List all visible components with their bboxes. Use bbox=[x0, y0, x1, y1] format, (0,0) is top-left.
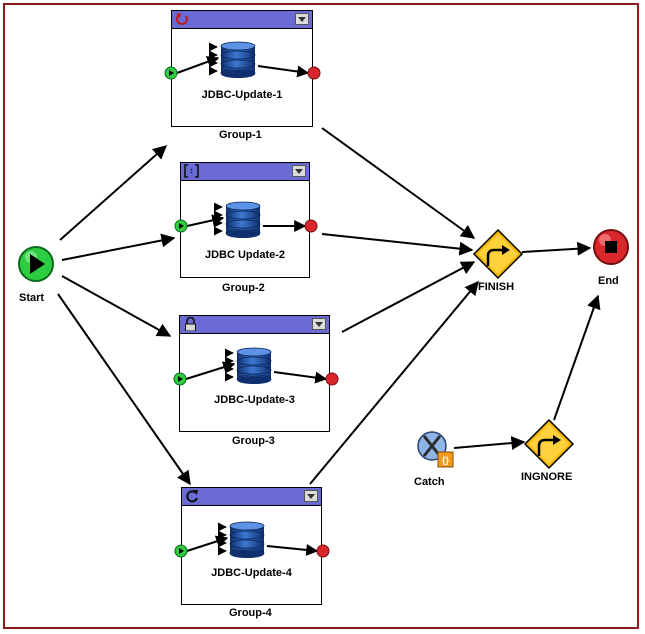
turn-arrow-icon bbox=[537, 438, 555, 456]
edge-group2-finish[interactable] bbox=[321, 233, 474, 256]
activity-label: JDBC-Update-3 bbox=[214, 394, 295, 406]
group-header[interactable] bbox=[172, 11, 312, 29]
chevron-down-icon bbox=[295, 169, 303, 174]
bracket-icon bbox=[184, 164, 199, 178]
group-header[interactable] bbox=[180, 316, 329, 334]
edge-ignore-end[interactable] bbox=[553, 294, 601, 421]
svg-text:{}: {} bbox=[442, 455, 450, 465]
dropdown-button[interactable] bbox=[304, 490, 318, 502]
edge-catch-ignore[interactable] bbox=[453, 436, 526, 451]
finish-label: FINISH bbox=[478, 281, 515, 293]
loop-icon bbox=[176, 13, 188, 25]
start-node[interactable] bbox=[18, 246, 54, 282]
activity-label: JDBC-Update-4 bbox=[211, 567, 292, 579]
edge-start-group4[interactable] bbox=[57, 293, 191, 486]
group-3[interactable]: JDBC-Update-3 bbox=[179, 315, 330, 432]
end-node[interactable] bbox=[593, 229, 629, 265]
edge-start-group2[interactable] bbox=[61, 233, 176, 261]
dropdown-button[interactable] bbox=[292, 165, 306, 177]
dropdown-button[interactable] bbox=[295, 13, 309, 25]
group-1[interactable]: JDBC-Update-1 bbox=[171, 10, 313, 127]
diagram-frame bbox=[3, 3, 639, 629]
turn-arrow-icon bbox=[486, 248, 504, 266]
ignore-label: INGNORE bbox=[521, 471, 573, 483]
group-label: Group-2 bbox=[222, 282, 265, 294]
edge-start-group1[interactable] bbox=[59, 145, 168, 241]
group-label: Group-1 bbox=[219, 129, 262, 141]
refresh-icon bbox=[186, 490, 198, 503]
group-label: Group-4 bbox=[229, 607, 272, 619]
group-2[interactable]: JDBC Update-2 bbox=[180, 162, 310, 278]
finish-node[interactable] bbox=[472, 228, 524, 280]
activity-label: JDBC-Update-1 bbox=[201, 89, 283, 101]
lock-icon bbox=[185, 317, 196, 331]
chevron-down-icon bbox=[307, 494, 315, 499]
group-header[interactable] bbox=[182, 488, 321, 506]
exception-badge-icon bbox=[437, 451, 454, 468]
chevron-down-icon bbox=[315, 322, 323, 327]
group-label: Group-3 bbox=[232, 435, 275, 447]
edge-group3-finish[interactable] bbox=[341, 261, 476, 333]
edge-finish-end[interactable] bbox=[521, 241, 592, 256]
cross-icon bbox=[422, 435, 442, 457]
stop-icon bbox=[605, 241, 617, 253]
edge-start-group3[interactable] bbox=[61, 275, 172, 337]
ignore-node[interactable] bbox=[523, 418, 575, 470]
edge-group4-finish[interactable] bbox=[309, 280, 479, 485]
edge-group1-finish[interactable] bbox=[321, 127, 476, 239]
chevron-down-icon bbox=[298, 17, 306, 22]
catch-node[interactable]: {} bbox=[417, 431, 454, 468]
catch-label: Catch bbox=[414, 476, 445, 488]
play-icon bbox=[30, 254, 45, 274]
end-label: End bbox=[598, 275, 619, 287]
dropdown-button[interactable] bbox=[312, 318, 326, 330]
group-4[interactable]: JDBC-Update-4 bbox=[181, 487, 322, 605]
start-label: Start bbox=[19, 292, 45, 304]
group-header[interactable] bbox=[181, 163, 309, 181]
activity-label: JDBC Update-2 bbox=[204, 249, 286, 261]
